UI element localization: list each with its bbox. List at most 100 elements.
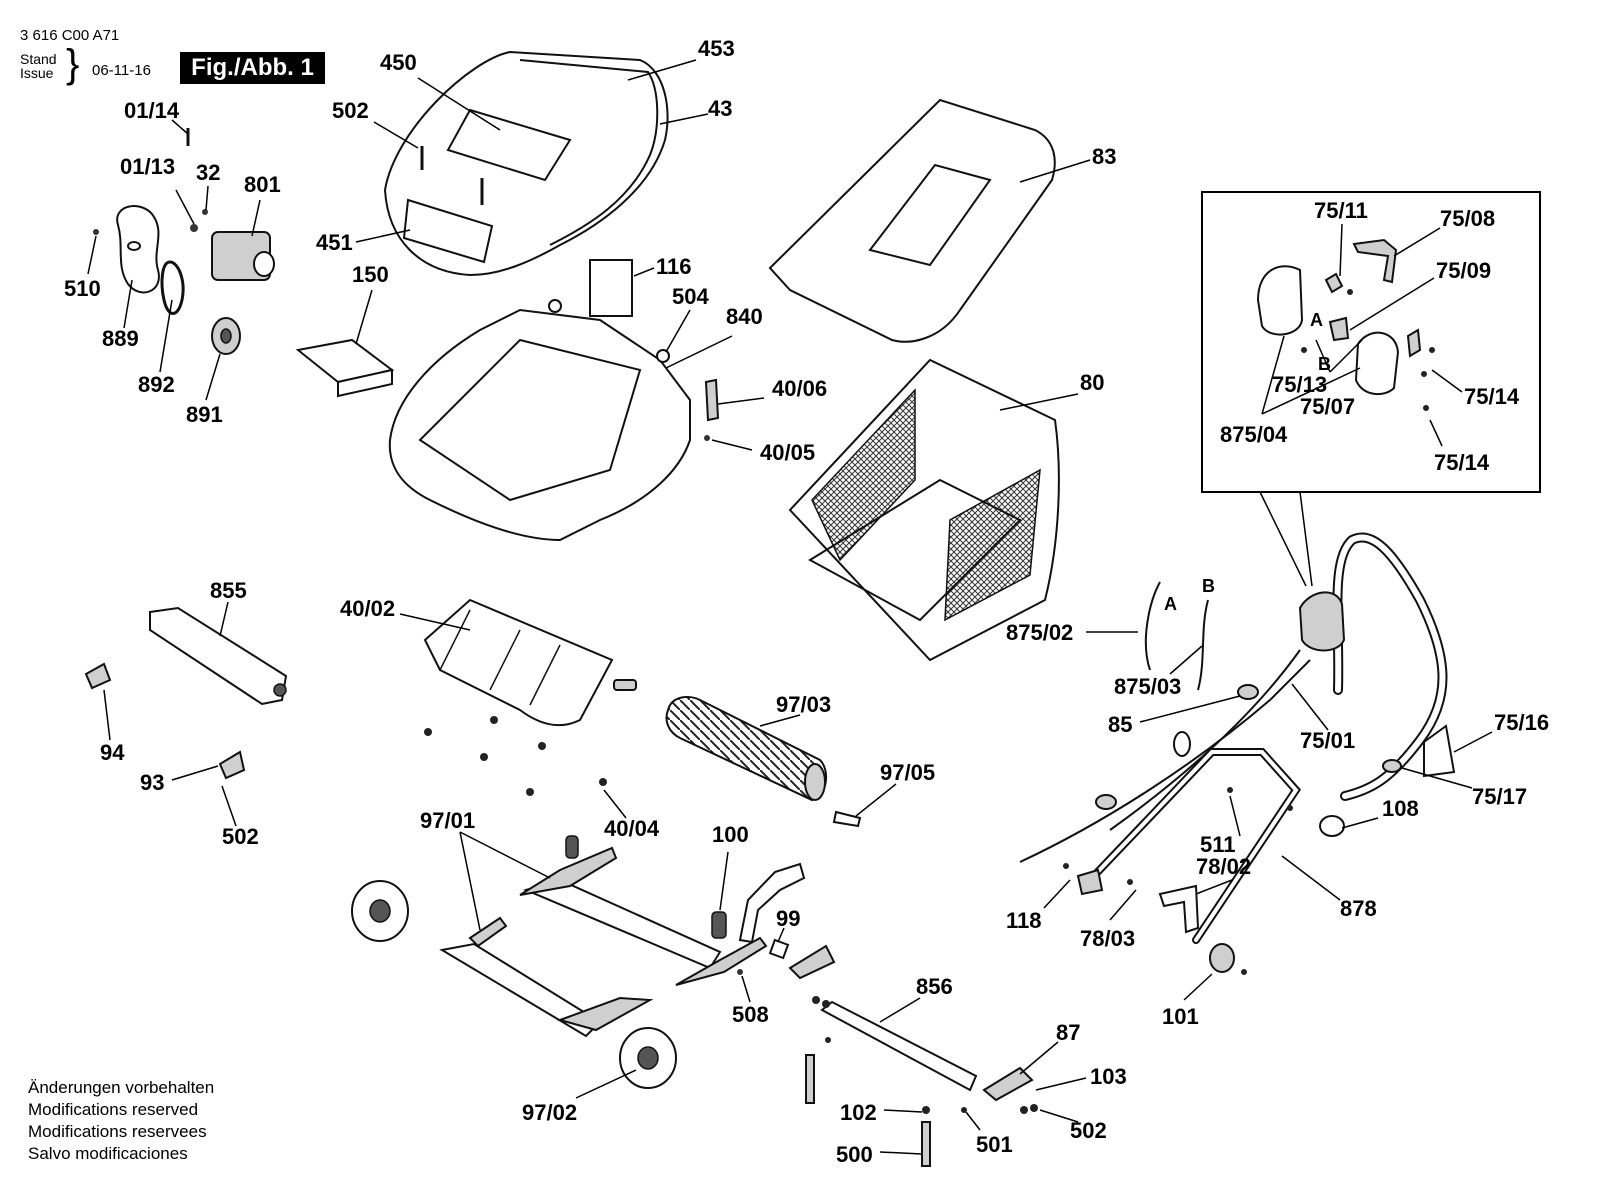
label-502-top: 502 [332,98,369,123]
rear-flap-part [820,1000,978,1092]
label-75-13: 75/13 [1272,372,1327,397]
document-id: 3 616 C00 A71 [20,27,120,44]
chassis-frame-rear [523,878,722,970]
switch-lever-75-08 [1352,238,1398,284]
label-94: 94 [100,740,125,765]
handle-upper-inner [1334,534,1446,799]
filter-part [589,259,633,317]
label-801: 801 [244,172,281,197]
bolt-long [805,1054,815,1104]
label-116: 116 [656,254,692,279]
label-75-08: 75/08 [1440,206,1495,231]
stand-issue-label: Stand Issue [20,52,57,80]
screw-40-05 [704,435,710,441]
label-40-06: 40/06 [772,376,827,401]
label-40-05: 40/05 [760,440,815,465]
knob-85-b [1095,794,1117,810]
note-fr: Modifications reservees [28,1122,207,1141]
clip-93 [218,750,246,780]
label-889: 889 [102,326,139,351]
label-150: 150 [352,262,389,287]
label-a-inset: A [1310,310,1323,330]
switch-housing-right [1354,331,1400,396]
wheel-hub-right [637,1046,659,1070]
switch-part-75-07 [1328,316,1350,342]
label-83: 83 [1092,144,1116,169]
label-75-07: 75/07 [1300,394,1355,419]
label-99: 99 [776,906,800,931]
issue-date: 06-11-16 [92,62,151,79]
chassis-arm-d [556,996,654,1032]
housing-inner [418,338,642,502]
switch-box-part [1298,591,1346,652]
motor-shaft [253,251,275,277]
brace-symbol: } [66,42,80,86]
knob-101 [1209,943,1235,973]
roller-end [804,763,826,801]
label-78-03: 78/03 [1080,926,1135,951]
handle-arm-left [1019,659,1311,863]
note-en: Modifications reserved [28,1100,199,1119]
label-840: 840 [726,304,763,329]
label-75-17: 75/17 [1472,784,1527,809]
label-511: 511 [1200,832,1236,857]
label-43: 43 [708,96,732,121]
spring-part [711,911,727,939]
grass-box-mesh-left [811,388,916,562]
label-508: 508 [732,1002,769,1027]
chassis-arm-b [675,936,768,986]
drive-belt-part [160,260,185,315]
knob-85-c [1173,731,1191,757]
height-lever-part [738,862,806,944]
label-875-02: 875/02 [1006,620,1073,645]
label-40-02: 40/02 [340,596,395,621]
cable-875-03 [1197,599,1209,691]
deflector-part [423,598,614,727]
bracket-part [149,606,288,706]
label-b: B [1202,576,1215,596]
small-screws-bottom [812,996,1038,1114]
lever-part [704,378,720,422]
housing-ring-b [656,349,670,363]
label-875-03: 875/03 [1114,674,1181,699]
bracket-knob [273,683,287,697]
handle-screws [1063,787,1293,975]
issue-label: Issue [20,65,54,81]
switch-housing-left [1256,265,1304,336]
label-118: 118 [1006,908,1042,933]
inset-screws [1301,289,1435,411]
pin-part [613,679,637,691]
label-453: 453 [698,36,735,61]
label-75-11: 75/11 [1314,198,1368,223]
note-de: Änderungen vorbehalten [28,1078,215,1097]
label-103: 103 [1090,1064,1127,1089]
label-855: 855 [210,578,247,603]
switch-part-75-14 [1406,328,1422,358]
label-97-05: 97/05 [880,760,935,785]
label-502-bottom: 502 [1070,1118,1107,1143]
label-87: 87 [1056,1020,1080,1045]
label-32: 32 [196,160,220,185]
bolt-part [832,810,862,828]
washer-75-17 [1382,759,1402,773]
screw-508 [737,969,743,975]
label-108: 108 [1382,796,1419,821]
figure-badge: Fig./Abb. 1 [180,52,325,84]
label-101: 101 [1162,1004,1199,1029]
modifications-note: Änderungen vorbehalten Modifications res… [28,1077,214,1165]
label-75-14b: 75/14 [1434,450,1490,475]
spring-part-top [565,835,579,859]
label-875-04: 875/04 [1220,422,1288,447]
label-504: 504 [672,284,709,309]
label-b-inset: B [1318,354,1331,374]
label-01-13: 01/13 [120,154,175,179]
label-450: 450 [380,50,417,75]
grass-box-mesh-right [944,468,1041,622]
label-451: 451 [316,230,353,255]
leader-lines [87,59,1493,1155]
label-78-02: 78/02 [1196,854,1251,879]
wheel-hub-left [369,899,391,923]
knob-85-a [1237,684,1259,700]
flap-clip-right [982,1066,1034,1102]
